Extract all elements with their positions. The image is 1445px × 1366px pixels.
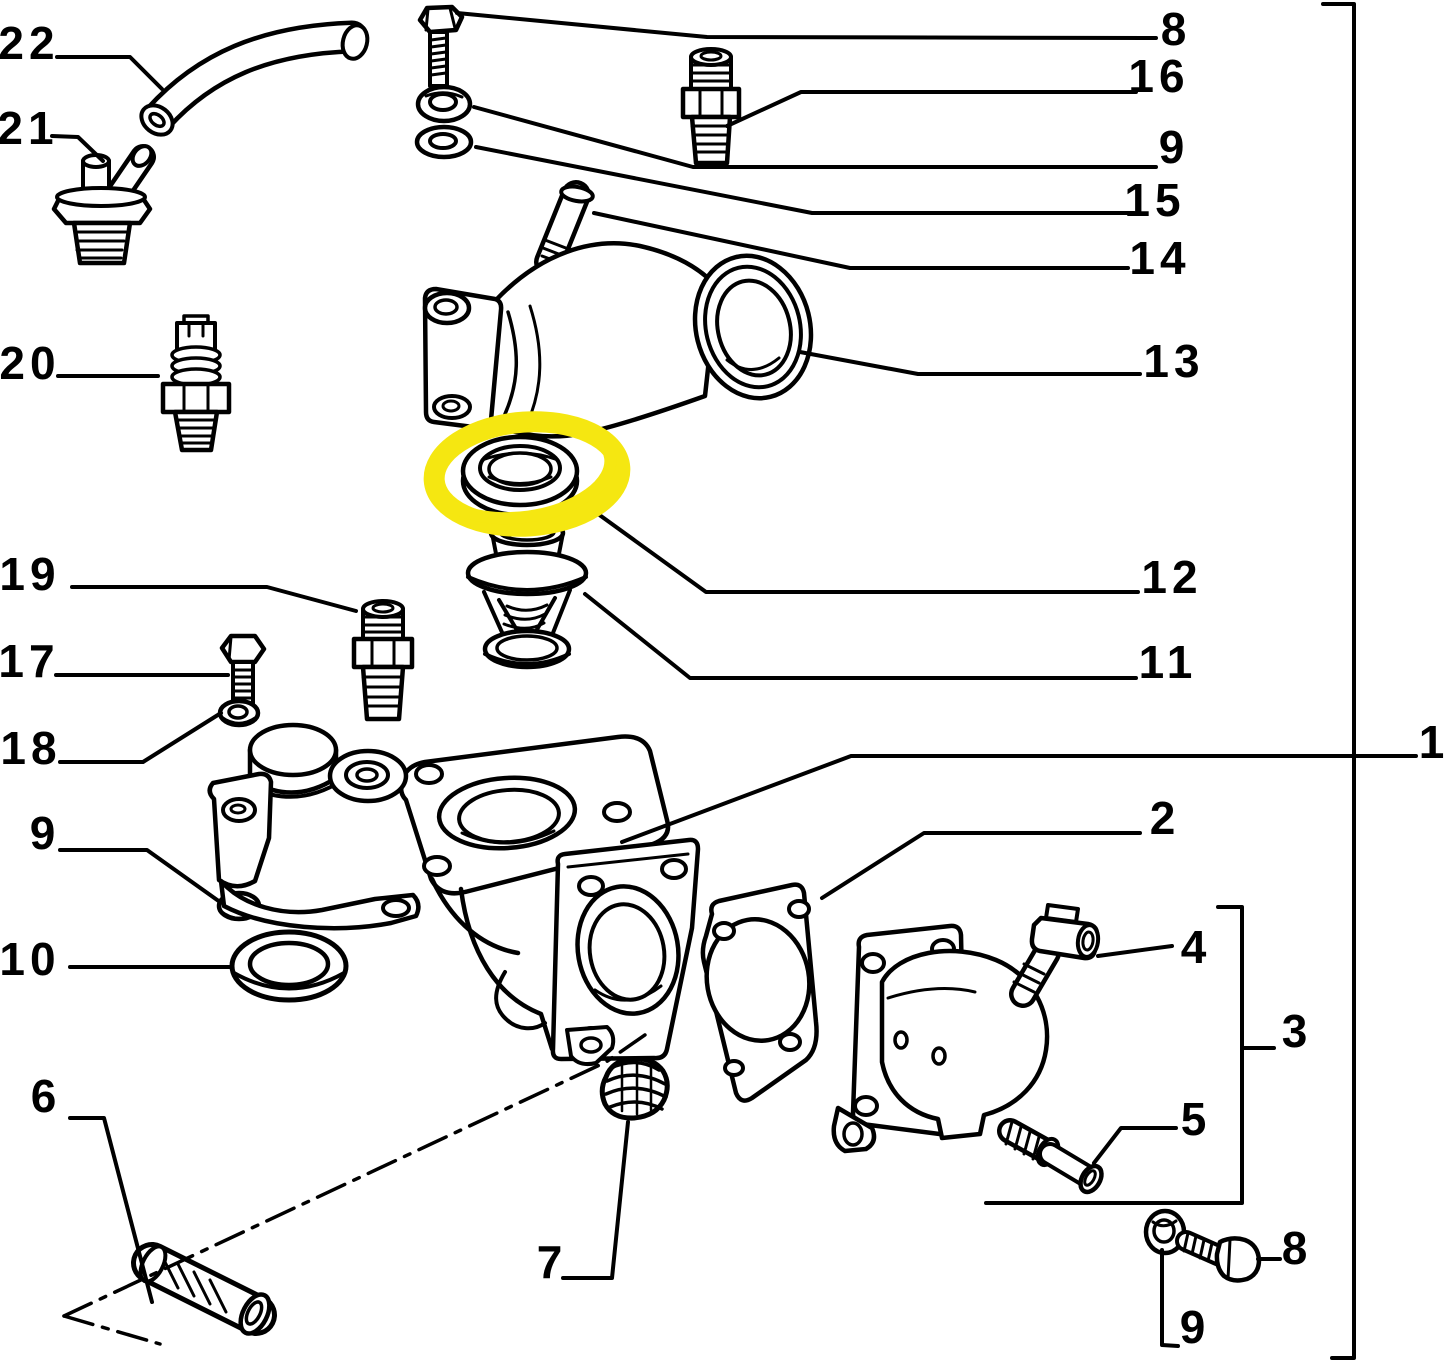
centerline — [62, 1028, 654, 1346]
part-housing-1 — [207, 722, 701, 1067]
callout-16: 16 — [1128, 50, 1190, 102]
callout-14: 14 — [1129, 232, 1191, 284]
part-oring-10 — [229, 929, 349, 1003]
part-water-outlet-13 — [422, 241, 814, 439]
callout-3: 3 — [1281, 1005, 1313, 1057]
bracket-group-1 — [1321, 2, 1356, 1360]
callout-7: 7 — [536, 1236, 568, 1288]
part-bolt-8-top — [417, 4, 465, 88]
callout-17: 17 — [0, 635, 60, 687]
leader-lines — [50, 11, 1418, 1348]
part-sensor-20 — [160, 314, 232, 453]
part-washer-9-top — [415, 84, 473, 124]
callout-19: 19 — [0, 548, 61, 600]
callout-2: 2 — [1149, 792, 1181, 844]
callout-18: 18 — [0, 722, 62, 774]
callout-22: 22 — [0, 17, 60, 69]
part-cover-3 — [831, 923, 1050, 1154]
highlight-ring — [423, 411, 631, 537]
callout-4: 4 — [1180, 921, 1212, 973]
callout-9-top: 9 — [1158, 121, 1190, 173]
callout-8-top: 8 — [1160, 3, 1192, 55]
callout-10: 10 — [0, 933, 61, 985]
part-plug-7 — [599, 1056, 670, 1121]
part-hose-union-5 — [997, 1118, 1104, 1195]
part-bolt-17 — [219, 633, 267, 708]
callout-13: 13 — [1143, 335, 1205, 387]
callout-8-bottom: 8 — [1281, 1222, 1313, 1274]
part-stud-19 — [351, 599, 415, 722]
callout-15: 15 — [1124, 174, 1186, 226]
part-breather-pipe-14 — [534, 180, 595, 277]
part-nut-18 — [217, 698, 261, 728]
part-hose-22 — [139, 20, 370, 137]
part-stud-6 — [131, 1242, 277, 1336]
group-brackets — [984, 2, 1356, 1360]
callout-9-left: 9 — [29, 807, 61, 859]
part-fitting-21 — [51, 144, 156, 266]
callout-12: 12 — [1141, 551, 1203, 603]
part-gasket-2 — [700, 882, 819, 1103]
callout-9-bottom: 9 — [1179, 1301, 1211, 1353]
callout-20: 20 — [0, 337, 61, 389]
part-washer-15 — [414, 124, 474, 160]
part-thermostat-11 — [465, 518, 589, 670]
callout-11: 11 — [1138, 636, 1198, 688]
bracket-group-3 — [984, 905, 1244, 1205]
part-stud-16 — [680, 47, 742, 166]
callout-6: 6 — [30, 1070, 62, 1122]
part-bolt-8-bottom — [1175, 1230, 1262, 1283]
part-elbow-union-4 — [1009, 903, 1101, 1008]
callout-21: 21 — [0, 102, 59, 154]
callout-5: 5 — [1180, 1093, 1212, 1145]
callout-1: 1 — [1418, 716, 1445, 768]
